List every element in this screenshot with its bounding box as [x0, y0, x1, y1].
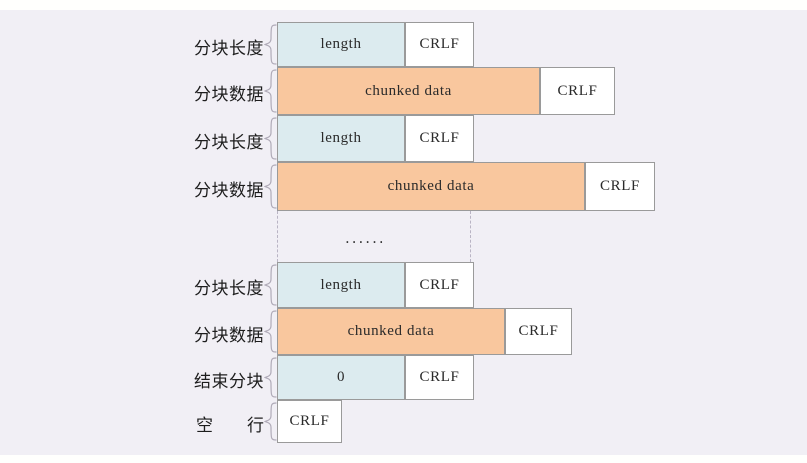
cell-chunk-data-n-crlf: CRLF: [505, 308, 572, 355]
cell-chunk-size-2-value: length: [277, 115, 405, 162]
cell-chunk-size-2-crlf: CRLF: [405, 115, 474, 162]
brace-icon-empty-line: [264, 402, 277, 441]
repeat-ellipsis: ......: [345, 229, 386, 247]
cell-chunk-data-1-crlf: CRLF: [540, 67, 615, 115]
cell-empty-line-crlf: CRLF: [277, 400, 342, 443]
brace-icon-chunk-data-2: [264, 164, 277, 209]
cell-chunk-data-2-crlf: CRLF: [585, 162, 655, 211]
cell-chunk-data-1-value: chunked data: [277, 67, 540, 115]
row-label-chunk-data-2: 分块数据: [194, 180, 264, 201]
cell-chunk-size-1-value: length: [277, 22, 405, 67]
row-label-chunk-size-n: 分块长度: [194, 279, 264, 299]
row-label-chunk-size-1: 分块长度: [194, 38, 264, 59]
cell-chunk-data-2-value: chunked data: [277, 162, 585, 211]
dashed-connector-2: [470, 211, 471, 262]
dashed-connector-1: [277, 211, 278, 262]
cell-chunk-data-n-value: chunked data: [277, 308, 505, 355]
cell-chunk-size-1-crlf: CRLF: [405, 22, 474, 67]
cell-last-chunk-crlf: CRLF: [405, 355, 474, 400]
brace-icon-last-chunk: [264, 357, 277, 398]
row-label-chunk-size-2: 分块长度: [194, 132, 264, 153]
row-label-chunk-data-1: 分块数据: [194, 85, 264, 105]
row-label-empty-line: 空 行: [196, 415, 264, 436]
brace-icon-chunk-size-n: [264, 264, 277, 306]
brace-icon-chunk-data-n: [264, 310, 277, 353]
row-label-chunk-data-n: 分块数据: [194, 325, 264, 346]
brace-icon-chunk-size-1: [264, 24, 277, 65]
brace-icon-chunk-size-2: [264, 117, 277, 160]
cell-last-chunk-value: 0: [277, 355, 405, 400]
cell-chunk-size-n-crlf: CRLF: [405, 262, 474, 308]
cell-chunk-size-n-value: length: [277, 262, 405, 308]
brace-icon-chunk-data-1: [264, 69, 277, 113]
row-label-last-chunk: 结束分块: [194, 371, 264, 392]
